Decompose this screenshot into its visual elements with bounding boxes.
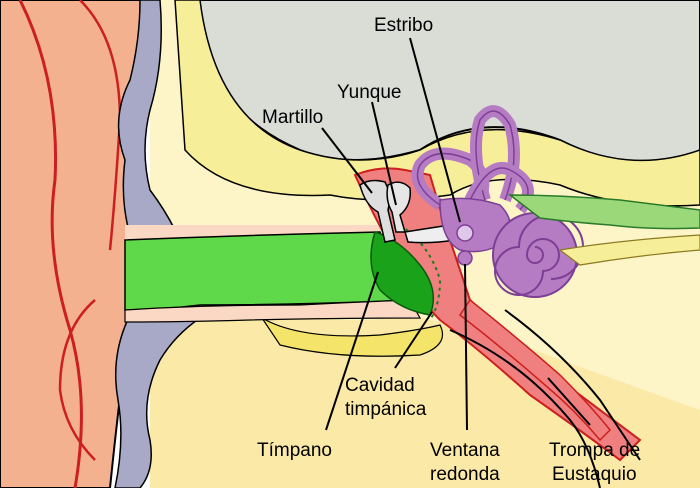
label-timpano: Tímpano — [257, 440, 332, 461]
round-window — [457, 250, 473, 266]
vestibulocochlear-nerve — [558, 234, 700, 266]
semicircular-canal-2-outline — [475, 110, 515, 201]
lower-yellow-lobe — [261, 317, 444, 357]
pinna-rim — [18, 0, 83, 488]
label-cavidad-line1: Cavidad — [345, 375, 415, 396]
leader-martillo — [321, 127, 373, 194]
oval-window — [456, 224, 474, 242]
leader-timpano — [325, 271, 379, 431]
label-cavidad-line2: timpánica — [345, 399, 427, 420]
label-trompa-line2: Eustaquio — [552, 464, 637, 485]
label-trompa-line1: Trompa de — [549, 440, 640, 461]
cartilage-lower — [114, 314, 203, 488]
eustachian-tube-wall-2 — [504, 309, 641, 461]
leader-trompa — [547, 377, 591, 426]
pinna-fold-lower — [58, 299, 96, 461]
leader-lines — [321, 37, 591, 431]
label-ventana-line2: redonda — [430, 464, 500, 485]
label-estribo: Estribo — [374, 15, 433, 36]
leader-estribo — [409, 37, 461, 223]
ear-canal — [124, 231, 412, 311]
leader-cavidad — [394, 311, 433, 369]
label-martillo: Martillo — [262, 107, 323, 128]
label-ventana-line1: Ventana — [430, 440, 500, 461]
cochlea — [492, 212, 578, 298]
leader-ventana — [464, 263, 468, 431]
ear-canal-wall-bottom — [124, 299, 422, 323]
leader-yunque — [371, 101, 397, 206]
eustachian-tube-wall — [449, 329, 601, 488]
tympanic-cavity-boundary — [399, 224, 442, 321]
label-yunque: Yunque — [337, 82, 401, 103]
bone-yellow-band — [174, 0, 700, 207]
auditory-nerve — [507, 194, 700, 230]
